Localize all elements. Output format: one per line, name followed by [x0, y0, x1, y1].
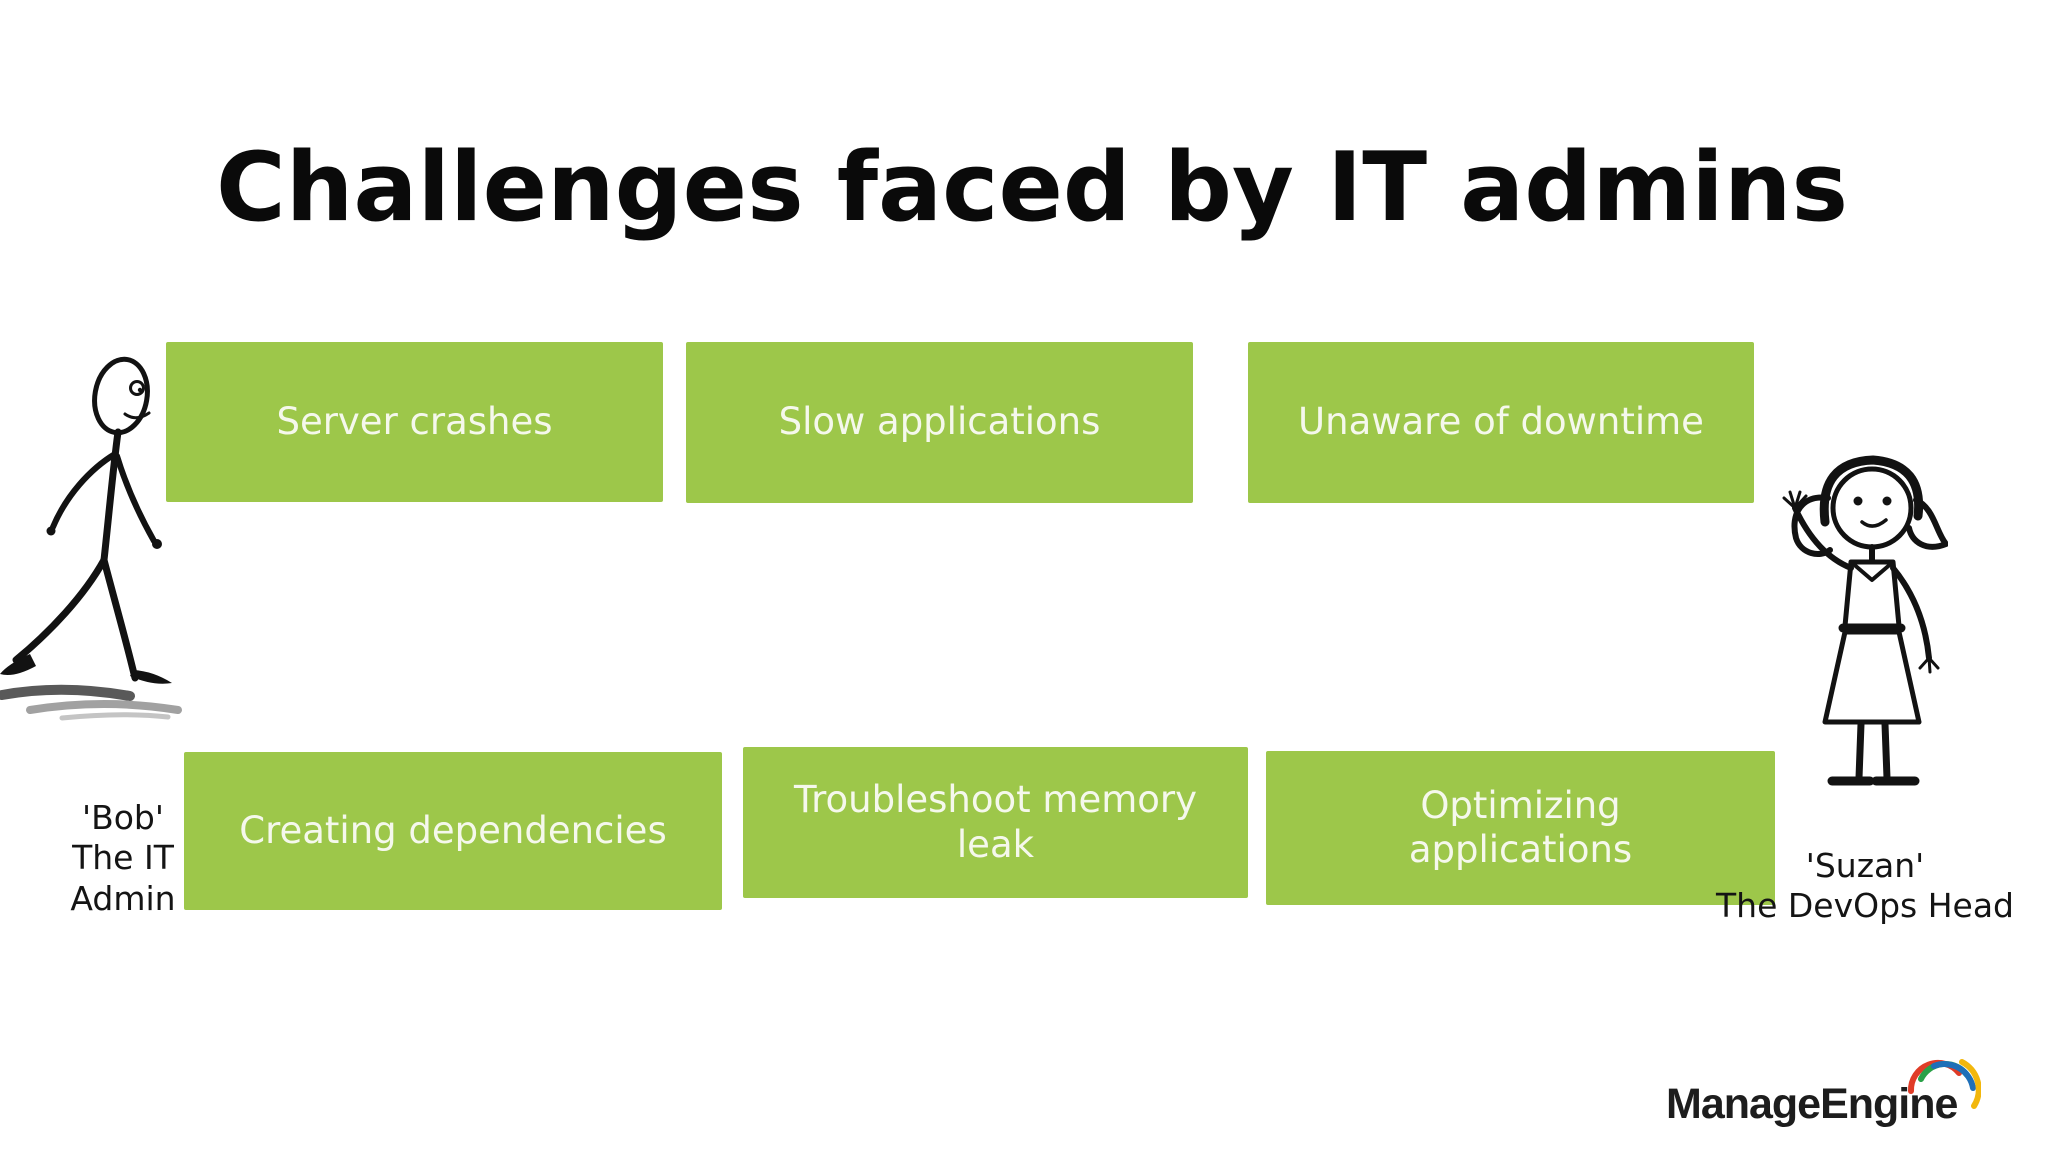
challenge-box-troubleshoot-memory-leak: Troubleshoot memory leak: [743, 747, 1248, 898]
challenge-box-label: Server crashes: [276, 399, 553, 443]
bob-caption: 'Bob' The IT Admin: [70, 798, 176, 918]
challenge-box-creating-dependencies: Creating dependencies: [184, 752, 722, 910]
challenge-box-unaware-of-downtime: Unaware of downtime: [1248, 342, 1754, 503]
challenge-box-label: Unaware of downtime: [1298, 400, 1704, 444]
challenge-box-slow-applications: Slow applications: [686, 342, 1193, 503]
manageengine-logo: ManageEngine: [1666, 1059, 1996, 1150]
challenge-box-label: Troubleshoot memory leak: [793, 778, 1198, 866]
walking-stick-man-illustration: [0, 356, 182, 721]
suzan-caption: 'Suzan' The DevOps Head: [1716, 846, 2014, 926]
challenge-box-label: Slow applications: [778, 400, 1101, 444]
challenge-box-label: Optimizing applications: [1408, 783, 1633, 871]
challenge-box-optimizing-applications: Optimizing applications: [1266, 751, 1775, 905]
waving-stick-woman-illustration: [1782, 455, 1948, 786]
slide-title: Challenges faced by IT admins: [216, 132, 1849, 243]
challenge-box-server-crashes: Server crashes: [166, 342, 663, 502]
challenge-box-label: Creating dependencies: [239, 808, 667, 852]
manageengine-swirl-icon: [1907, 1059, 1981, 1109]
